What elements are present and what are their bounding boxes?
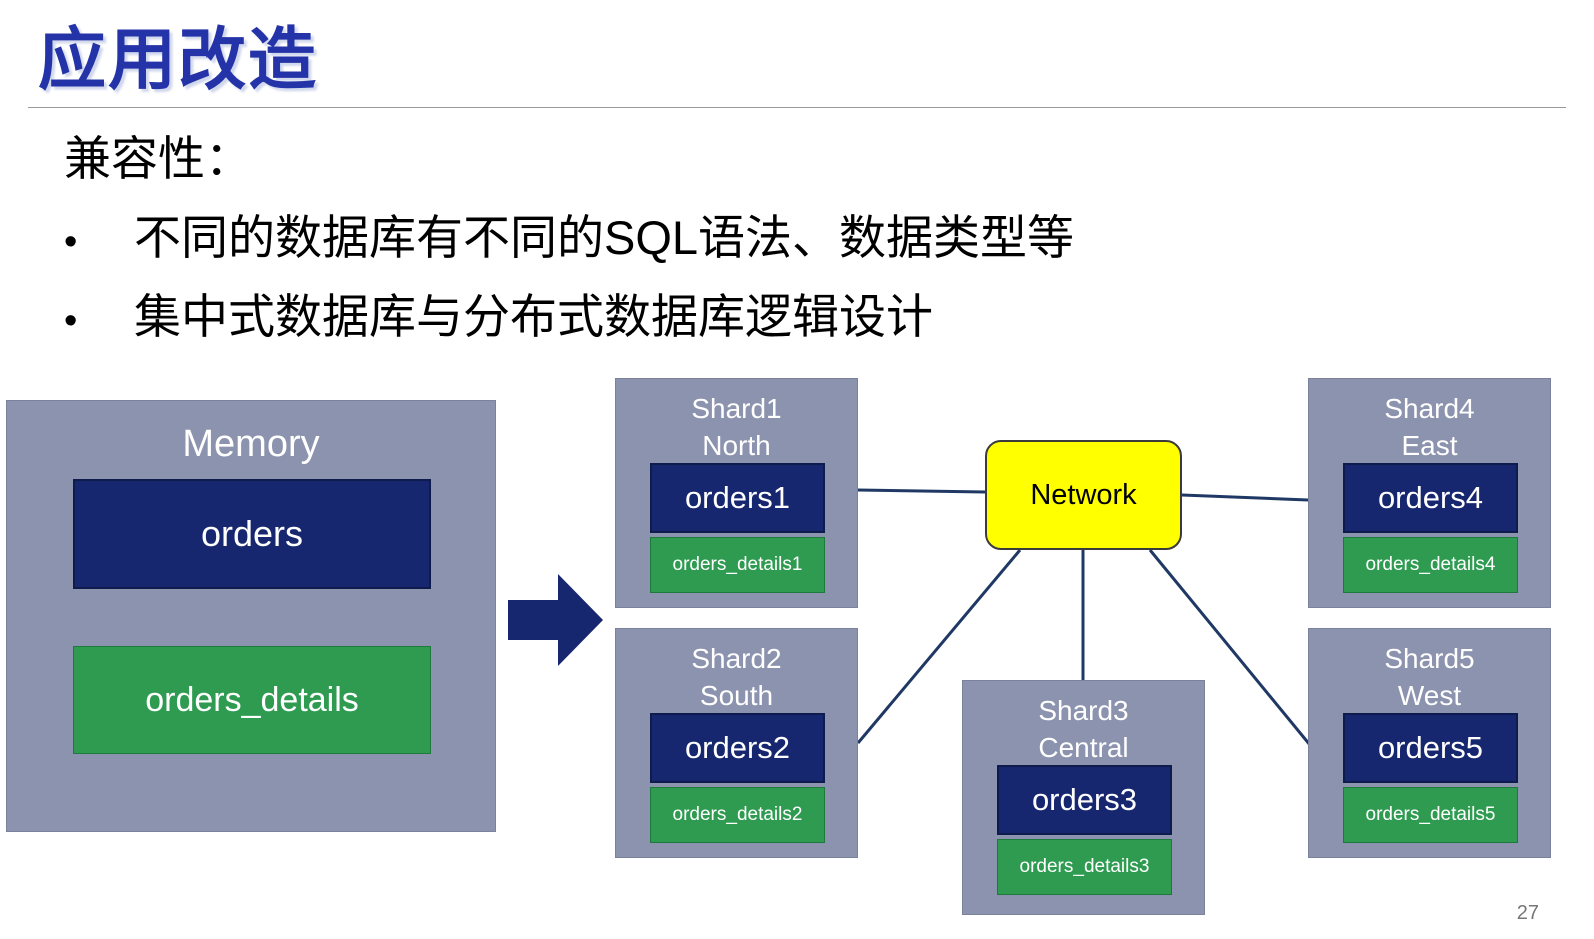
title-divider (28, 107, 1566, 108)
right-arrow-icon (508, 574, 603, 666)
orders-table: orders5 (1343, 713, 1518, 783)
shard5-title: Shard5 West (1309, 641, 1550, 715)
orders-details-table: orders_details5 (1343, 787, 1518, 843)
compatibility-heading: 兼容性： (64, 132, 252, 185)
orders-table: orders (73, 479, 431, 589)
orders-details-table: orders_details4 (1343, 537, 1518, 593)
shard2-panel: Shard2 South orders2 orders_details2 (615, 628, 858, 858)
shard-region: East (1401, 429, 1458, 461)
memory-title: Memory (182, 423, 320, 465)
bullet-text: 集中式数据库与分布式数据库逻辑设计 (134, 290, 933, 343)
page-number: 27 (1516, 902, 1539, 924)
bullet-marker: • (64, 300, 78, 342)
bullet-marker: • (64, 221, 78, 263)
shard-region: South (699, 679, 774, 711)
orders-details-table: orders_details3 (997, 839, 1172, 895)
shard1-panel: Shard1 North orders1 orders_details1 (615, 378, 858, 608)
bullet-text: 不同的数据库有不同的SQL语法、数据类型等 (134, 211, 1075, 264)
shard4-panel: Shard4 East orders4 orders_details4 (1308, 378, 1551, 608)
shard3-title: Shard3 Central (963, 693, 1204, 767)
shard-name: Shard5 (1384, 643, 1475, 674)
network-node: Network (985, 440, 1182, 550)
shard-region: North (702, 429, 771, 461)
page-title: 应用改造 (38, 22, 319, 98)
shard1-title: Shard1 North (616, 391, 857, 465)
orders-details-table: orders_details1 (650, 537, 825, 593)
memory-panel: Memory orders orders_details (6, 400, 496, 832)
shard3-panel: Shard3 Central orders3 orders_details3 (962, 680, 1205, 915)
shard-name: Shard2 (691, 643, 782, 674)
orders-details-table: orders_details2 (650, 787, 825, 843)
bullet-item: • 集中式数据库与分布式数据库逻辑设计 (64, 278, 1414, 347)
bullet-item: • 不同的数据库有不同的SQL语法、数据类型等 (64, 199, 1414, 268)
shard4-title: Shard4 East (1309, 391, 1550, 465)
shard-region: West (1397, 679, 1462, 711)
body-text: 兼容性： • 不同的数据库有不同的SQL语法、数据类型等 • 集中式数据库与分布… (64, 120, 1414, 347)
shard-name: Shard4 (1384, 393, 1475, 424)
orders-table: orders3 (997, 765, 1172, 835)
shard-name: Shard1 (691, 393, 782, 424)
orders-details-table: orders_details (73, 646, 431, 754)
orders-table: orders1 (650, 463, 825, 533)
orders-table: orders2 (650, 713, 825, 783)
shard-name: Shard3 (1038, 695, 1129, 726)
orders-table: orders4 (1343, 463, 1518, 533)
shard5-panel: Shard5 West orders5 orders_details5 (1308, 628, 1551, 858)
shard-region: Central (1038, 731, 1129, 763)
shard2-title: Shard2 South (616, 641, 857, 715)
